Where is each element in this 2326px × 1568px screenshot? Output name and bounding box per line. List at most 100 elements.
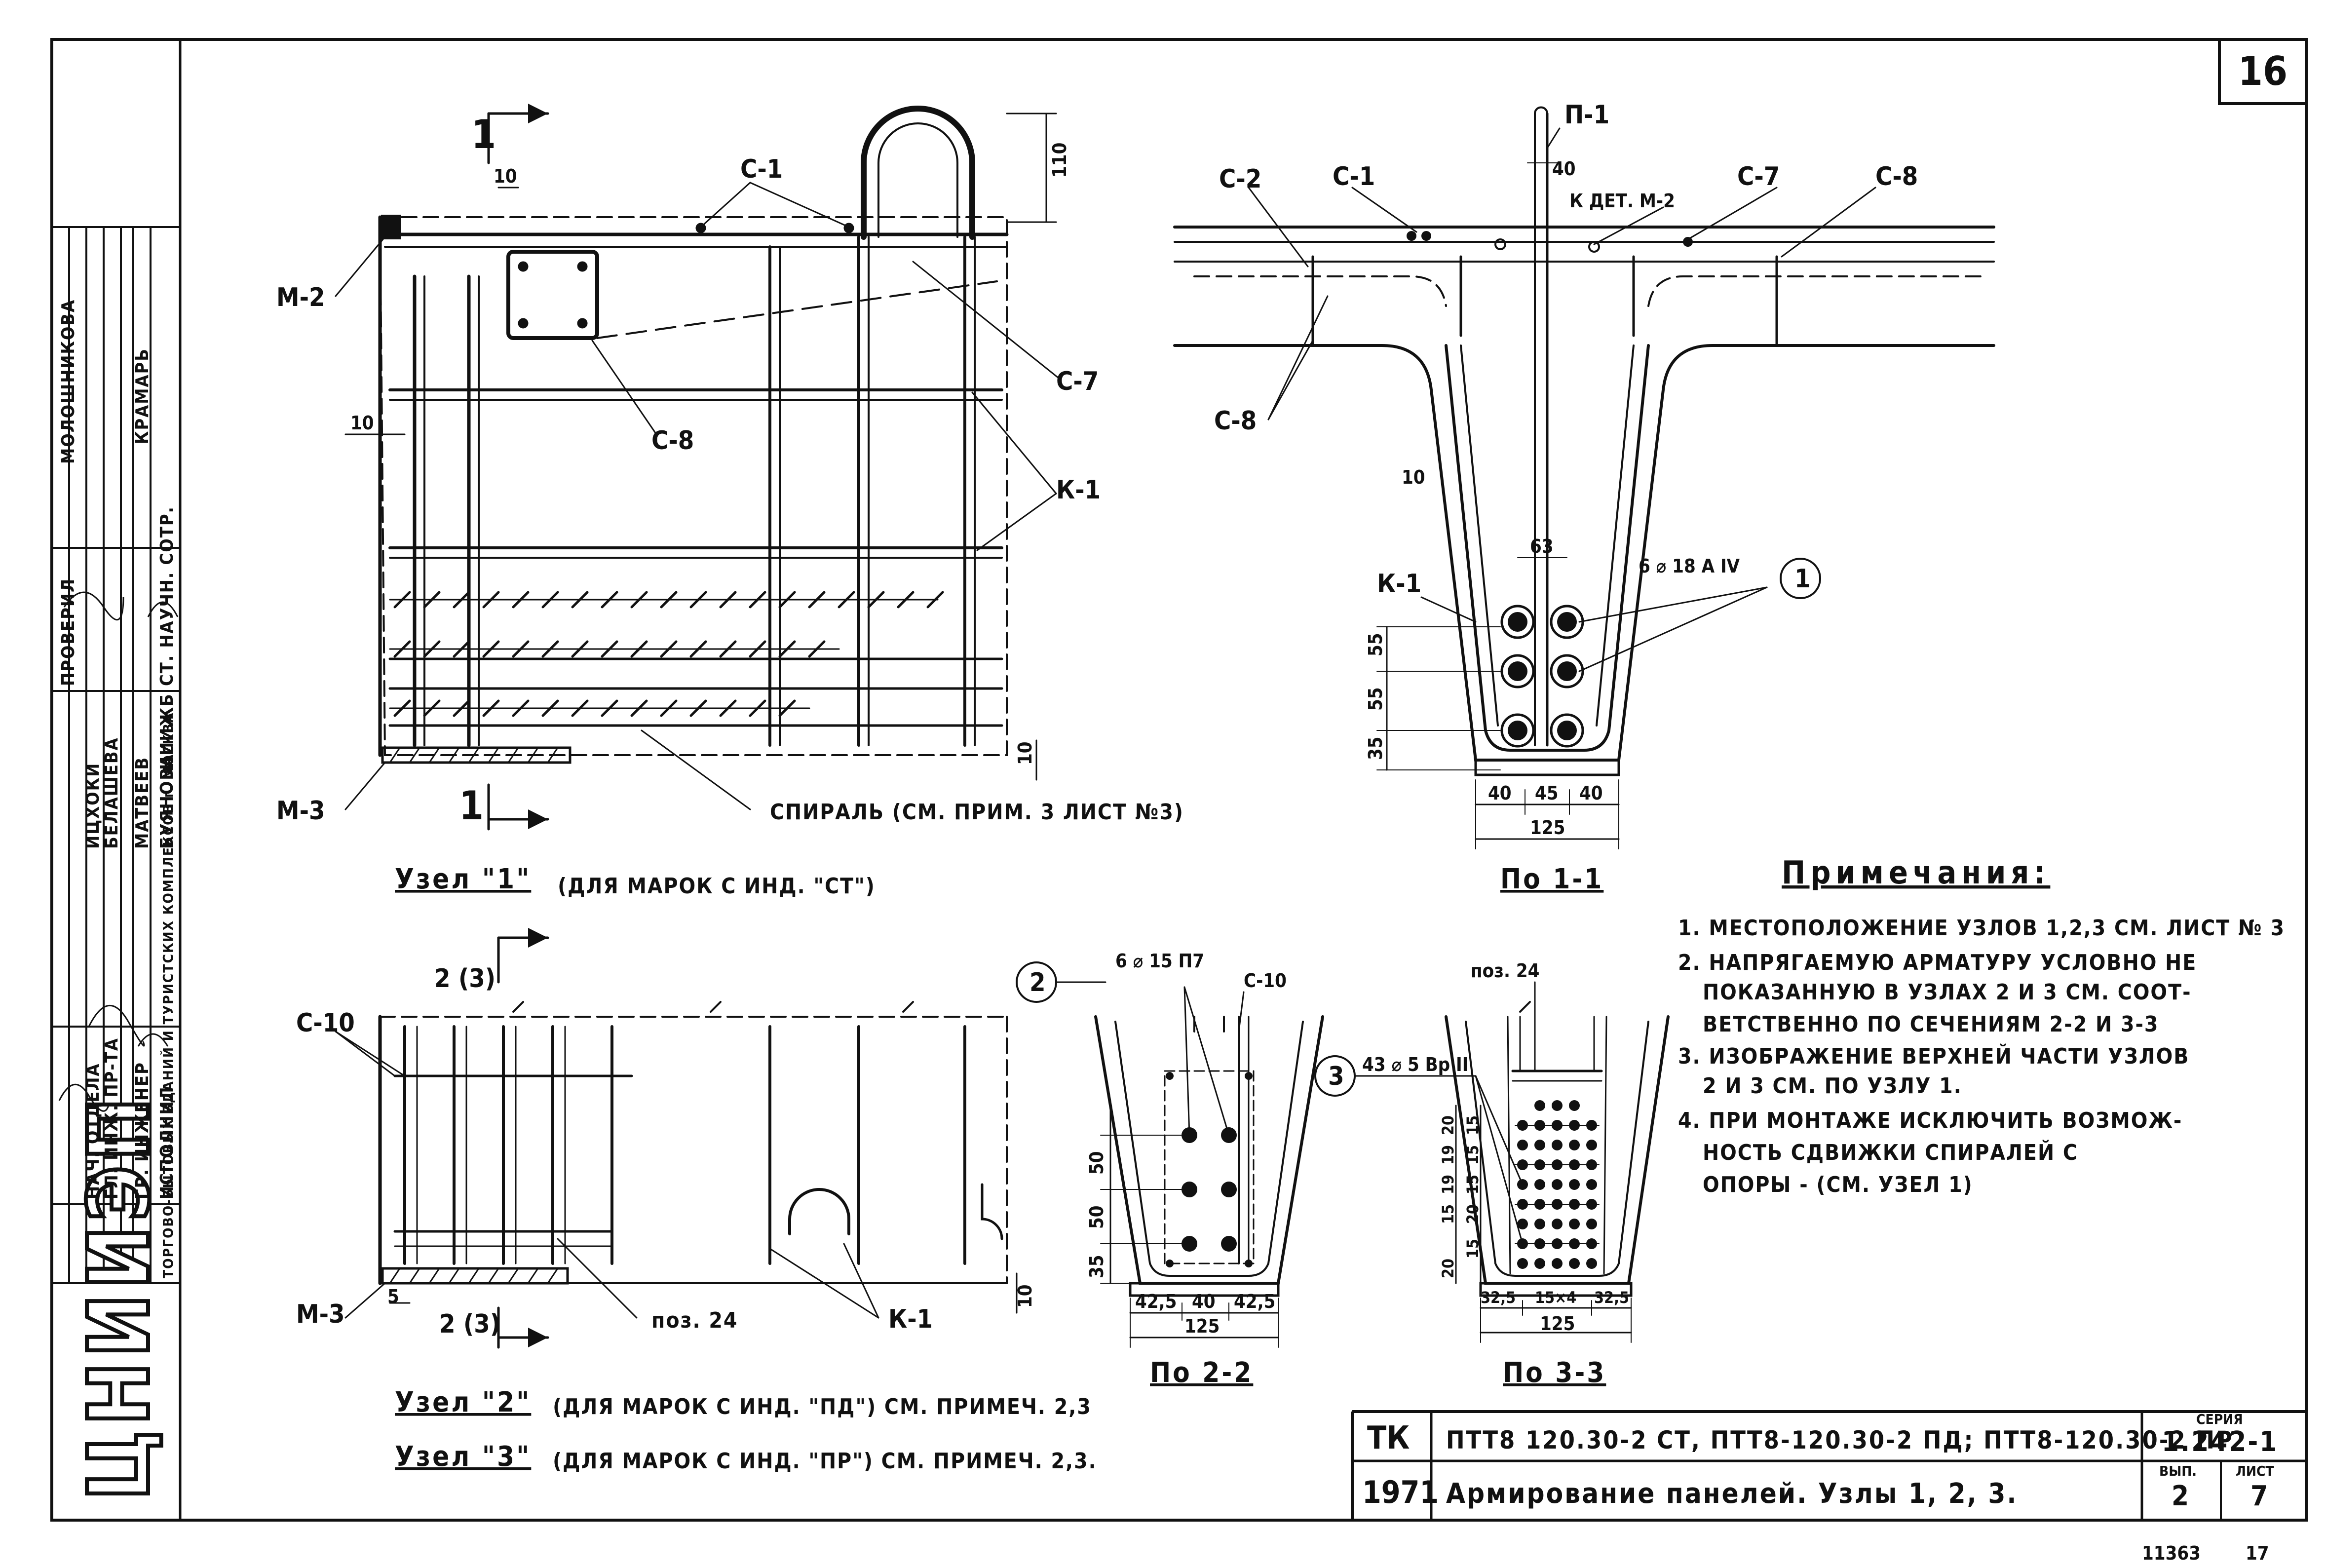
stamp-name-0: ИЦХОКИ [83,763,103,849]
tb-series-value: 1.242-1 [2162,1426,2278,1458]
node23-label-m3: М-3 [296,1300,345,1329]
node1-elevation [335,104,1062,831]
node23-text: 2 (3) 2 (3) С-10 М-3 5 поз. 24 К-1 10 Уз… [296,964,1097,1474]
s22-bars: 6 ⌀ 15 П7 [1115,950,1204,972]
s33-dim-15b: 15 [1463,1145,1482,1165]
s11-label-c1: С-1 [1333,162,1375,191]
tb-issue-label: ВЫП. [2159,1463,2197,1479]
s22-circle: 2 [1030,968,1046,997]
tb-issue-value: 2 [2172,1480,2190,1512]
bottom-number-left: 11363 [2142,1542,2201,1564]
note-line-3: ВЕТСТВЕННО ПО СЕЧЕНИЯМ 2-2 И 3-3 [1703,1012,2159,1037]
s11-dim-63: 63 [1530,535,1554,557]
stamp-check-role: СТ. НАУЧН. СОТР. [157,506,177,686]
node23-label-poz24: поз. 24 [651,1308,738,1333]
stamp-role-2: ГР. ИНЖЕНЕР [132,1062,153,1199]
node1-dim-110: 110 [1049,143,1070,178]
node23-section-mark-bottom: 2 (3) [439,1309,500,1339]
s11-label-p1: П-1 [1564,100,1609,130]
stamp-role-1: ГЛ. ИНЖ. ПР-ТА [102,1037,122,1199]
stamp-logo: ЦНИИЭП [71,1093,168,1500]
s33-bars: 43 ⌀ 5 Вр II [1362,1054,1468,1075]
node23-section-mark-top: 2 (3) [434,964,496,994]
node2-caption-note: (ДЛЯ МАРОК С ИНД. "ПД") СМ. ПРИМЕЧ. 2,3 [553,1394,1092,1419]
tb-marks: ПТТ8 120.30-2 СТ, ПТТ8-120.30-2 ПД; ПТТ8… [1446,1426,2234,1454]
node23-label-d5: 5 [387,1286,399,1307]
side-stamp [52,226,180,1284]
s33-dim-125: 125 [1540,1313,1575,1335]
s33-dim-15c: 15 [1463,1175,1482,1194]
s22-dim-425b: 42,5 [1234,1291,1275,1312]
s33-dim-19a: 19 [1439,1145,1457,1165]
node1-label-k1: К-1 [1056,475,1101,505]
s33-poz24: поз. 24 [1471,960,1539,982]
s33-dim-20c: 20 [1439,1259,1457,1278]
note-line-8: ОПОРЫ - (СМ. УЗЕЛ 1) [1703,1172,1973,1197]
s11-label-c8a: С-8 [1875,162,1918,191]
s11-label-k1: К-1 [1377,569,1421,599]
title-block [1351,1410,2306,1520]
s11-dim-h40a: 40 [1488,782,1512,804]
node1-label-c1: С-1 [740,154,783,184]
s11-dim-55a: 55 [1365,633,1386,656]
node23-label-k1: К-1 [888,1304,933,1334]
note-line-4: 3. ИЗОБРАЖЕНИЕ ВЕРХНЕЙ ЧАСТИ УЗЛОВ [1678,1043,2189,1069]
section33-text: поз. 24 3 43 ⌀ 5 Вр II 20 15 19 15 19 15… [1328,960,1629,1389]
s33-caption: По 3-3 [1503,1357,1606,1389]
s33-dim-15a: 15 [1463,1115,1482,1135]
s33-dim-325a: 32,5 [1481,1288,1516,1307]
s11-label-kdet: К ДЕТ. М-2 [1569,190,1675,212]
stamp-check-name-1: КРАМАРЬ [132,348,153,444]
s11-caption: По 1-1 [1500,863,1603,895]
s11-dim-h40b: 40 [1579,782,1603,804]
node1-section-mark-bottom: 1 [459,783,484,829]
stamp-check-name-0: МОЛОШНИКОВА [58,299,78,464]
node1-caption: Узел "1" [395,863,531,895]
node1-label-m3: М-3 [276,796,325,826]
sheet-frame [50,38,2308,1522]
s22-dim-50a: 50 [1086,1151,1107,1175]
s22-dim-50b: 50 [1086,1205,1107,1229]
section11-text: П-1 С-2 С-1 К ДЕТ. М-2 С-7 С-8 С-8 К-1 6… [1214,100,1918,895]
node1-caption-note: (ДЛЯ МАРОК С ИНД. "СТ") [558,874,876,899]
s11-label-bars: 6 ⌀ 18 A IV [1639,555,1740,577]
node3-caption-note: (ДЛЯ МАРОК С ИНД. "ПР") СМ. ПРИМЕЧ. 2,3. [553,1449,1097,1474]
notes-block: Примечания: 1. МЕСТОПОЛОЖЕНИЕ УЗЛОВ 1,2,… [1678,855,2285,1197]
tb-sheet-label: ЛИСТ [2236,1463,2274,1479]
s33-dim-15e: 15 [1463,1239,1482,1259]
stamp-name-2: МАТВЕЕВ [132,757,153,849]
note-line-5: 2 И 3 СМ. ПО УЗЛУ 1. [1703,1073,1962,1099]
note-line-1: 2. НАПРЯГАЕМУЮ АРМАТУРУ УСЛОВНО НЕ [1678,950,2197,975]
node1-dim-10-top: 10 [494,165,517,187]
s33-dim-15d: 15 [1439,1204,1457,1224]
s11-dim-40: 40 [1552,158,1576,180]
note-line-7: НОСТЬ СДВИЖКИ СПИРАЛЕЙ С [1703,1139,2078,1165]
node1-dim-10-left: 10 [350,412,374,434]
section22-text: 2 6 ⌀ 15 П7 С-10 50 50 35 42,5 40 42,5 1… [1030,950,1287,1389]
s11-dim-35: 35 [1365,736,1386,760]
node1-label-c7: С-7 [1056,367,1099,396]
tb-title: Армирование панелей. Узлы 1, 2, 3. [1446,1478,2018,1510]
s33-dim-20a: 20 [1439,1115,1457,1135]
s33-dim-20b: 20 [1463,1204,1482,1224]
s11-dim-h45: 45 [1535,782,1559,804]
bottom-number-right: 17 [2246,1542,2269,1564]
node1-dim-10-bottom: 10 [1014,741,1036,765]
note-line-6: 4. ПРИ МОНТАЖЕ ИСКЛЮЧИТЬ ВОЗМОЖ- [1678,1108,2182,1133]
s11-dim-55b: 55 [1365,687,1386,711]
sheet-number: 16 [2238,48,2288,94]
s22-caption: По 2-2 [1150,1357,1253,1389]
side-stamp-text: ЦНИИЭП ТОРГОВО-БЫТОВЫХ ЗДАНИЙ И ТУРИСТСК… [58,299,179,1502]
tb-series-label: СЕРИЯ [2196,1411,2243,1427]
s11-label-c8b: С-8 [1214,406,1257,436]
node3-caption: Узел "3" [395,1441,531,1473]
node1-text: 1 1 С-1 М-2 С-8 С-7 К-1 М-3 СПИРАЛЬ (СМ.… [276,112,1183,899]
stamp-name-1: БЕЛАШЕВА [102,737,122,849]
notes-heading: Примечания: [1782,855,2050,891]
s33-dim-15x4: 15×4 [1535,1288,1576,1307]
s22-dim-125: 125 [1184,1315,1220,1337]
s11-label-circle: 1 [1794,564,1811,594]
title-block-text: ТК 1971 ПТТ8 120.30-2 СТ, ПТТ8-120.30-2 … [1362,1411,2278,1512]
s11-label-c2: С-2 [1219,164,1261,194]
note-line-0: 1. МЕСТОПОЛОЖЕНИЕ УЗЛОВ 1,2,3 СМ. ЛИСТ №… [1678,916,2285,941]
